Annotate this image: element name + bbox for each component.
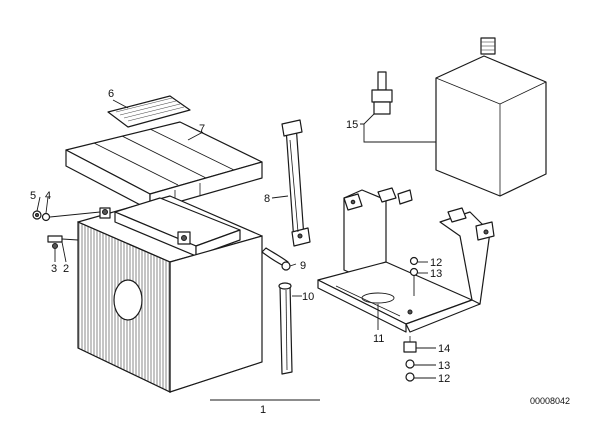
callout-2: 2 xyxy=(63,263,69,275)
callout-9: 9 xyxy=(300,260,306,272)
diagram-code: 00008042 xyxy=(530,396,570,406)
callout-12-lower: 12 xyxy=(438,373,450,385)
hold-down-strap xyxy=(281,119,311,247)
vent-connector xyxy=(261,247,291,271)
terminal-bolt-set xyxy=(32,210,101,249)
battery-tray xyxy=(317,187,495,333)
callout-11: 11 xyxy=(373,333,384,345)
callout-14: 14 xyxy=(438,343,450,355)
callout-10: 10 xyxy=(302,291,314,303)
callout-6: 6 xyxy=(108,88,114,100)
filler-nozzle xyxy=(360,71,436,143)
callout-3: 3 xyxy=(51,263,57,275)
distilled-water-canister xyxy=(435,37,547,197)
callout-8: 8 xyxy=(264,193,270,205)
callout-5: 5 xyxy=(30,190,36,202)
callout-15: 15 xyxy=(346,119,358,131)
leader-lines xyxy=(36,99,436,401)
callout-1: 1 xyxy=(260,404,266,416)
callout-13-lower: 13 xyxy=(438,360,450,372)
callout-labels: 1 2 3 4 5 6 7 8 9 10 11 12 13 14 13 12 1… xyxy=(30,88,450,416)
label-plate xyxy=(107,95,191,128)
callout-7: 7 xyxy=(199,123,205,135)
vent-hose xyxy=(278,282,293,375)
callout-12-upper: 12 xyxy=(430,257,442,269)
tray-fasteners xyxy=(403,256,419,382)
battery xyxy=(77,195,263,393)
battery-cover xyxy=(65,121,263,211)
callout-4: 4 xyxy=(45,190,51,202)
callout-13-upper: 13 xyxy=(430,268,442,280)
